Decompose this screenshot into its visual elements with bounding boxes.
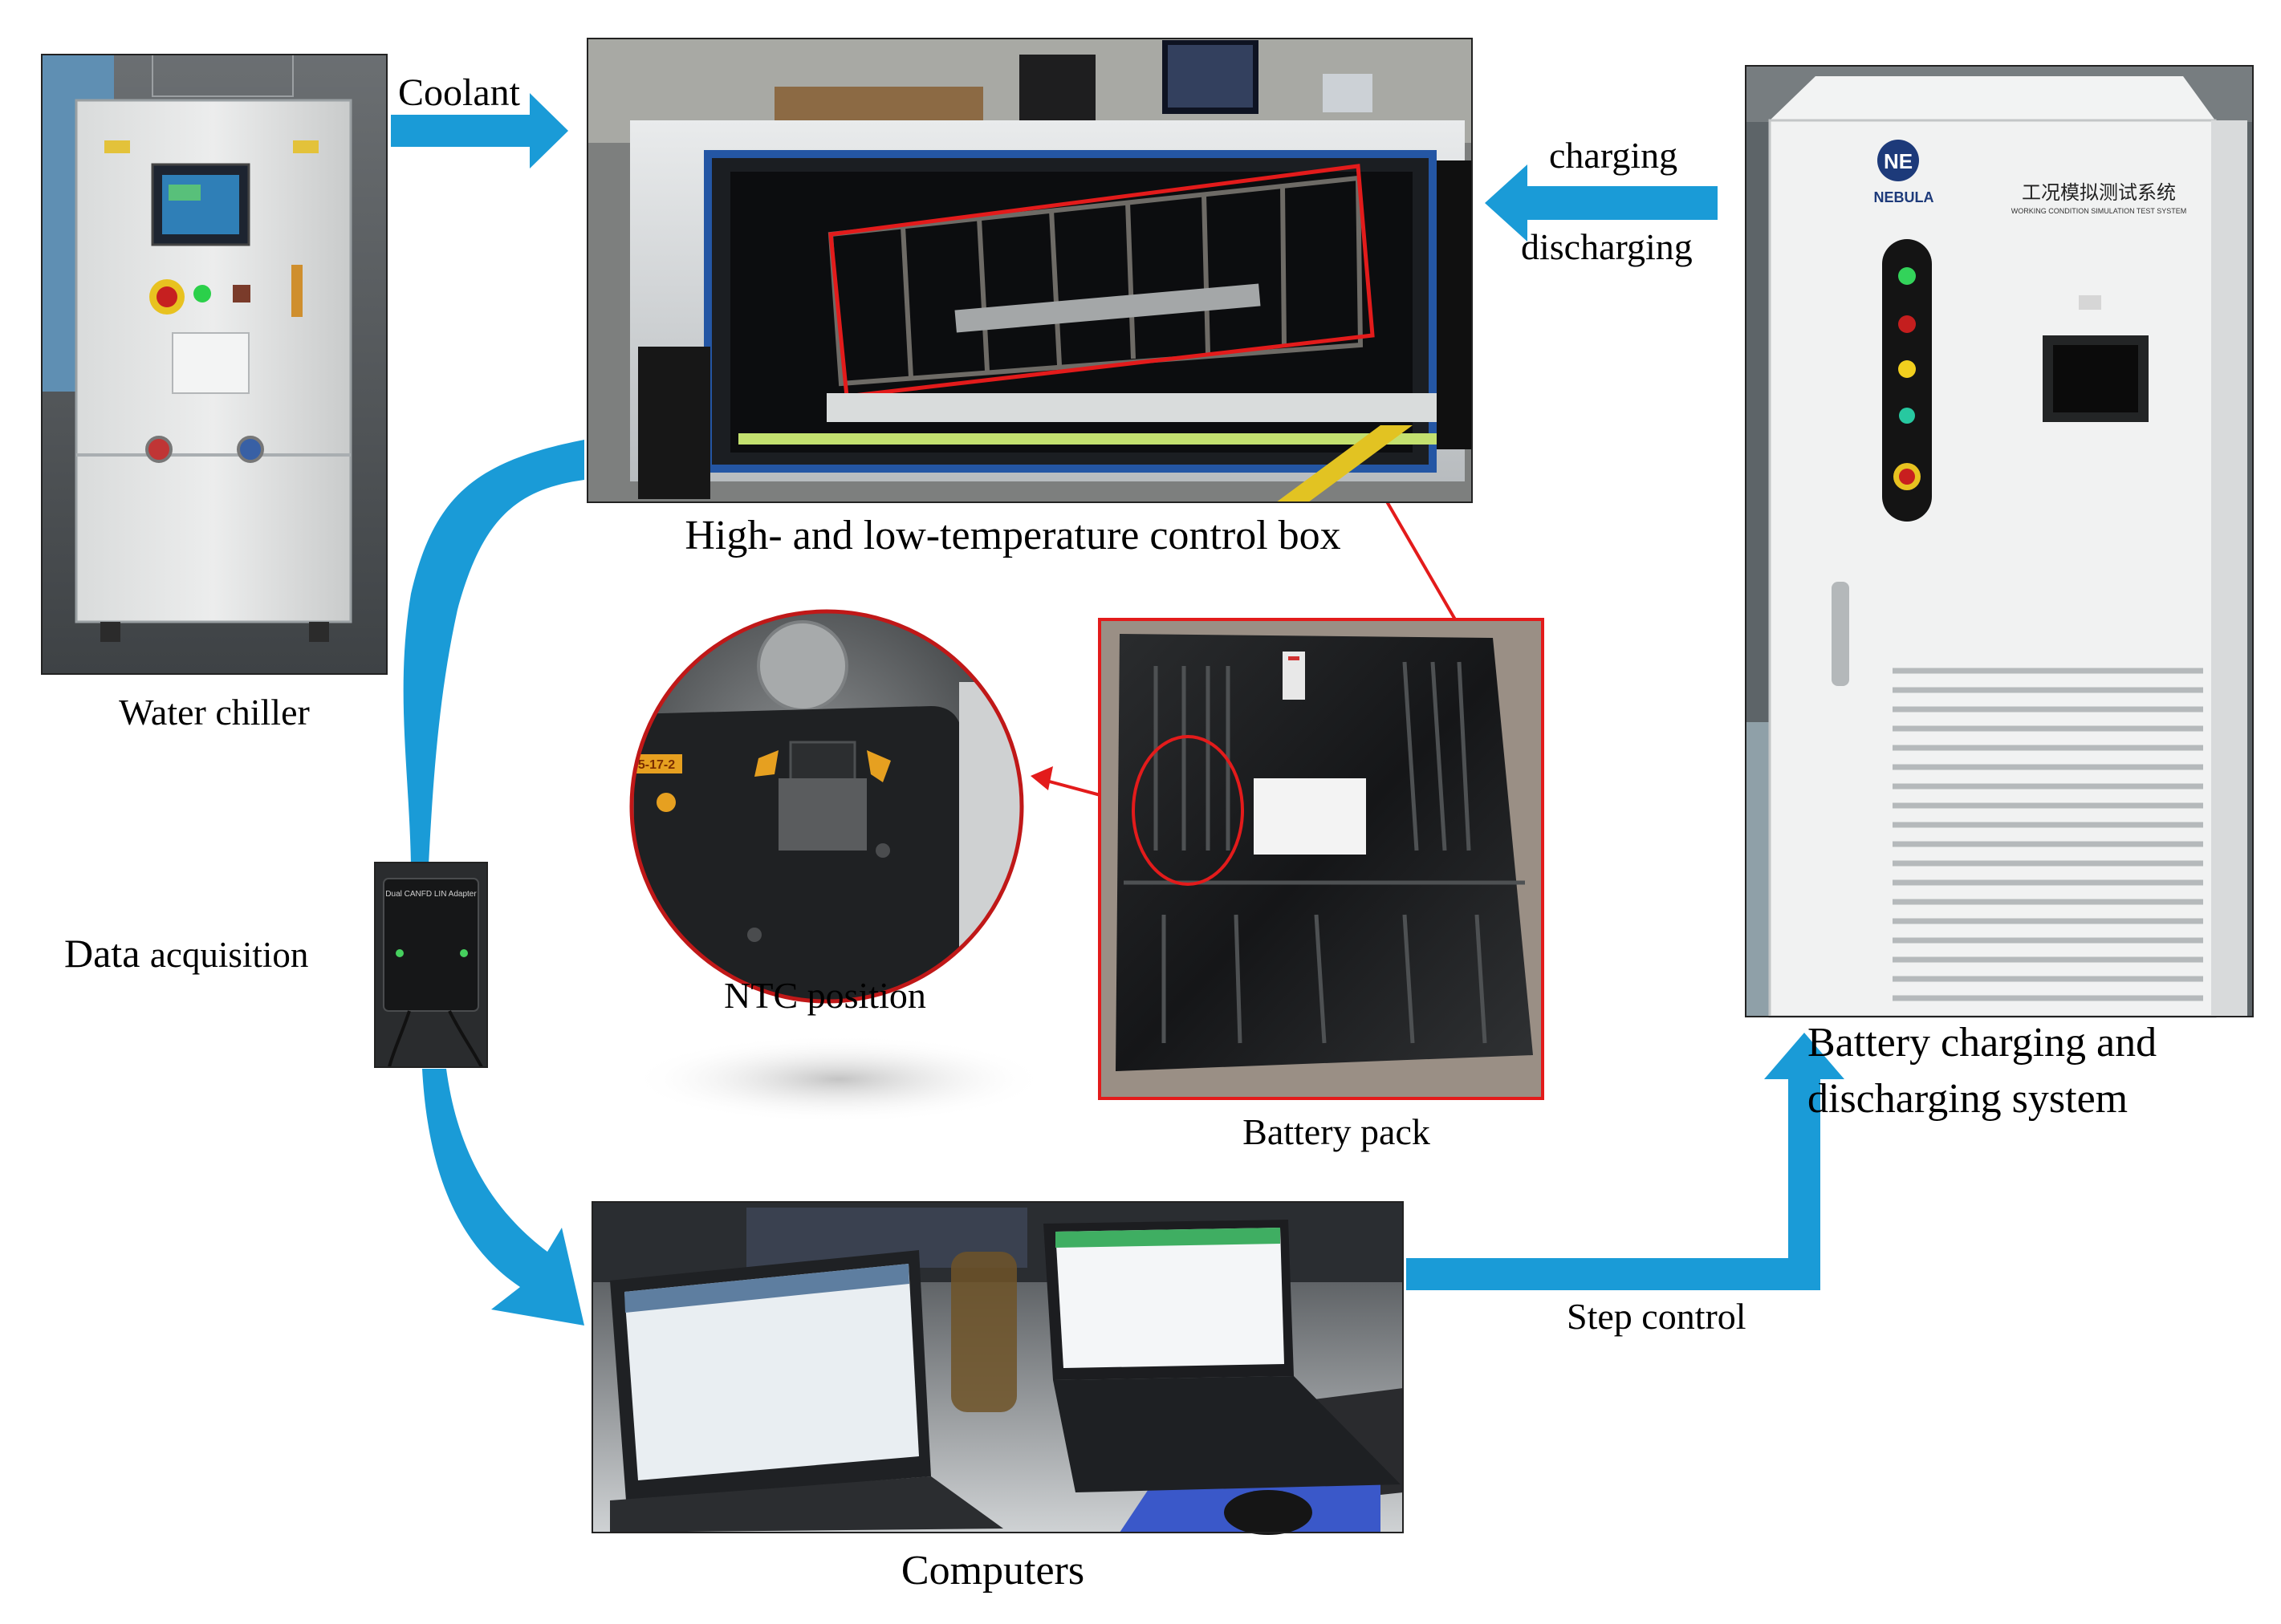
battery-pack-photo xyxy=(1098,618,1544,1100)
battery-system-label-line1: Battery charging and xyxy=(1807,1020,2157,1066)
pack-highlight-box xyxy=(828,164,1375,399)
battery-system-photo xyxy=(1745,65,2254,1018)
control-box-label: High- and low-temperature control box xyxy=(685,513,1341,558)
charging-discharging-arrow xyxy=(1485,164,1718,242)
ntc-highlight-ellipse xyxy=(1132,735,1244,886)
system-title-en: WORKING CONDITION SIMULATION TEST SYSTEM xyxy=(2011,207,2187,215)
indicator-light-panel xyxy=(1882,239,1932,522)
step-control-arrow xyxy=(1406,1033,1844,1290)
data-adapter-photo xyxy=(374,862,488,1068)
ntc-shadow xyxy=(630,1035,1047,1123)
data-flow-arrow-lower xyxy=(422,1069,584,1326)
adapter-label-text: Dual CANFD LIN Adapter xyxy=(385,890,477,899)
nebula-brand-text: NEBULA xyxy=(1874,189,1934,205)
battery-system-label-line2: discharging system xyxy=(1807,1076,2129,1122)
nebula-logo-text: NE xyxy=(1884,149,1913,173)
water-chiller-label: Water chiller xyxy=(119,692,310,733)
nebula-logo-icon xyxy=(1877,140,1919,181)
charging-label: charging xyxy=(1549,135,1678,176)
data-acquisition-sub-text: acquisition xyxy=(149,935,309,975)
system-title-cn: 工况模拟测试系统 xyxy=(2022,181,2176,204)
ntc-tag-text: 5-17-2 xyxy=(638,758,675,772)
step-control-label: Step control xyxy=(1567,1296,1746,1337)
control-box-photo xyxy=(587,38,1473,503)
ntc-closeup-photo xyxy=(629,609,1024,1004)
data-acquisition-main-text: Data xyxy=(64,931,140,976)
coolant-label: Coolant xyxy=(398,71,520,114)
computers-photo xyxy=(592,1201,1404,1535)
cabinet-door-handle xyxy=(1832,582,1849,686)
battery-pack-label: Battery pack xyxy=(1242,1111,1430,1152)
cabinet-vent-grille xyxy=(1893,668,2203,1001)
ntc-position-label: NTC position xyxy=(724,975,926,1016)
computers-label: Computers xyxy=(901,1548,1085,1594)
data-flow-arrow-upper xyxy=(403,440,584,865)
data-acquisition-label: Data acquisition xyxy=(64,931,308,977)
water-chiller-photo xyxy=(41,54,388,675)
coolant-arrow xyxy=(391,93,568,168)
discharging-label: discharging xyxy=(1521,226,1693,267)
